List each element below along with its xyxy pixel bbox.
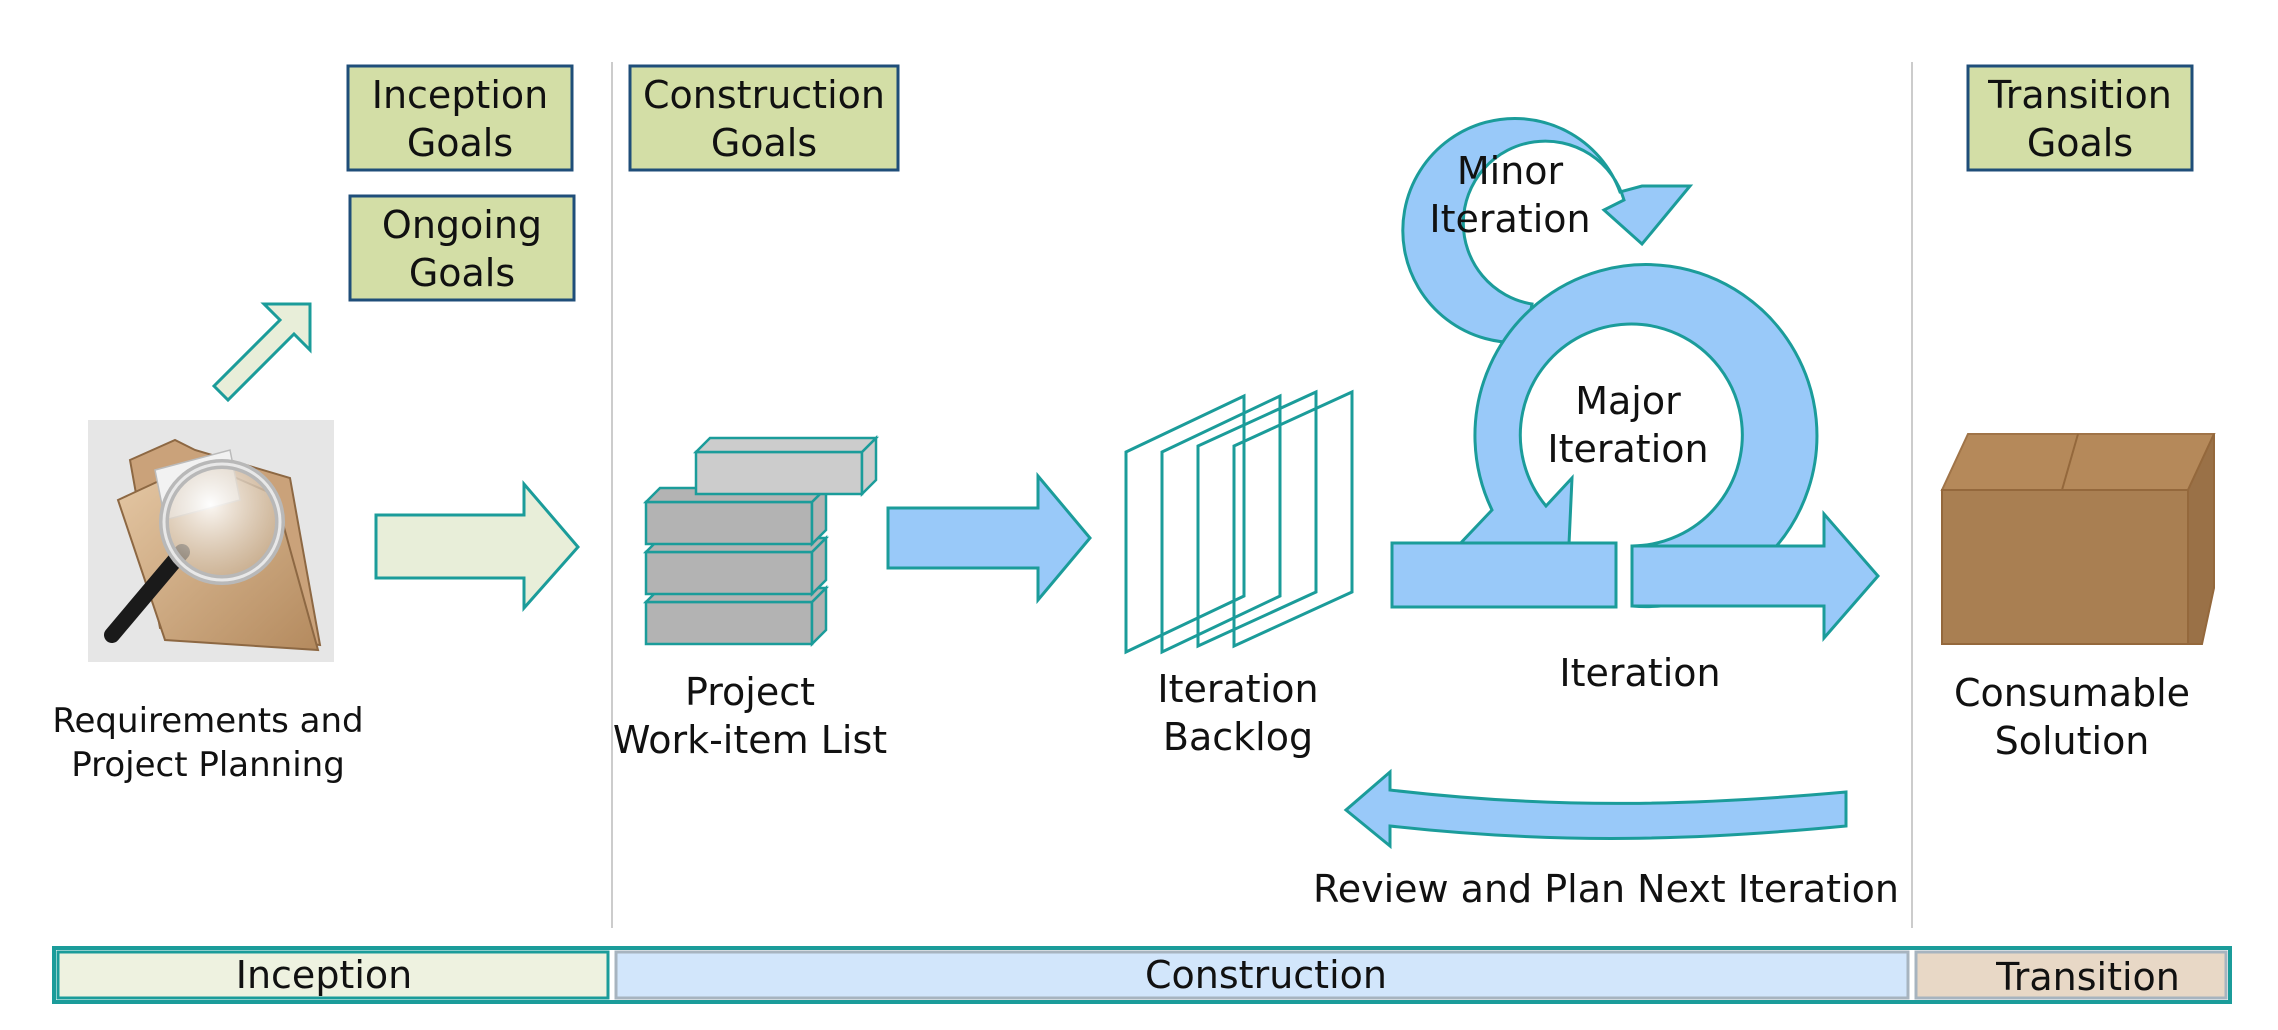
work-item-list-label-line2: Work-item List [613, 718, 887, 762]
construction-goals-line2: Goals [711, 121, 817, 165]
construction-goals-box: Construction Goals [628, 64, 900, 172]
iteration-label: Iteration [1559, 651, 1720, 695]
review-arrow-body [1343, 768, 1848, 850]
work-item-list-label-line1: Project [685, 670, 815, 714]
consumable-solution-label-line1: Consumable [1954, 671, 2190, 715]
transition-goals-line1: Transition [1987, 73, 2172, 117]
transition-goals-box: Transition Goals [1966, 64, 2194, 172]
inception-goals-line1: Inception [372, 73, 548, 117]
iteration-to-solution-arrow [1630, 509, 1880, 643]
folder-magnifier-icon [88, 420, 334, 662]
major-iteration-loop-arrow [1452, 263, 1819, 609]
work-item-stack-icon [642, 434, 880, 648]
major-iteration-label-line2: Iteration [1547, 427, 1708, 471]
solution-box-icon [1940, 433, 2216, 645]
ongoing-goals-arrow [211, 302, 312, 403]
phase-inception [56, 950, 610, 1000]
ongoing-goals-box: Ongoing Goals [348, 194, 576, 302]
ongoing-goals-line1: Ongoing [382, 203, 542, 247]
iteration-input-bar [1390, 541, 1618, 609]
iteration-backlog-pages-icon [1124, 389, 1354, 655]
phase-transition-label: Transition [1995, 955, 2180, 999]
ongoing-goals-line2: Goals [409, 251, 515, 295]
iteration-backlog-label-line2: Backlog [1163, 715, 1313, 759]
iteration-backlog-label-line1: Iteration [1157, 667, 1318, 711]
requirements-label-line1: Requirements and [52, 701, 363, 741]
minor-iteration-loop-arrow [1401, 117, 1694, 344]
phase-construction-label: Construction [1145, 953, 1387, 997]
major-iteration-label-line1: Major [1575, 379, 1681, 423]
transition-goals-line2: Goals [2027, 121, 2133, 165]
consumable-solution-label-line2: Solution [1995, 719, 2150, 763]
inception-to-construction-arrow [374, 479, 580, 612]
phase-bar: Inception Construction Transition [52, 946, 2232, 1004]
phase-construction [614, 950, 1910, 1000]
inception-goals-box: Inception Goals [346, 64, 574, 172]
phase-transition [1914, 950, 2228, 1000]
requirements-label-line2: Project Planning [71, 745, 345, 785]
minor-iteration-label-line2: Iteration [1429, 197, 1590, 241]
inception-goals-line2: Goals [407, 121, 513, 165]
minor-iteration-label-line1: Minor [1457, 149, 1564, 193]
phase-inception-label: Inception [236, 953, 412, 997]
list-to-backlog-arrow [886, 471, 1092, 605]
review-plan-label: Review and Plan Next Iteration [1313, 867, 1899, 911]
construction-goals-line1: Construction [643, 73, 885, 117]
